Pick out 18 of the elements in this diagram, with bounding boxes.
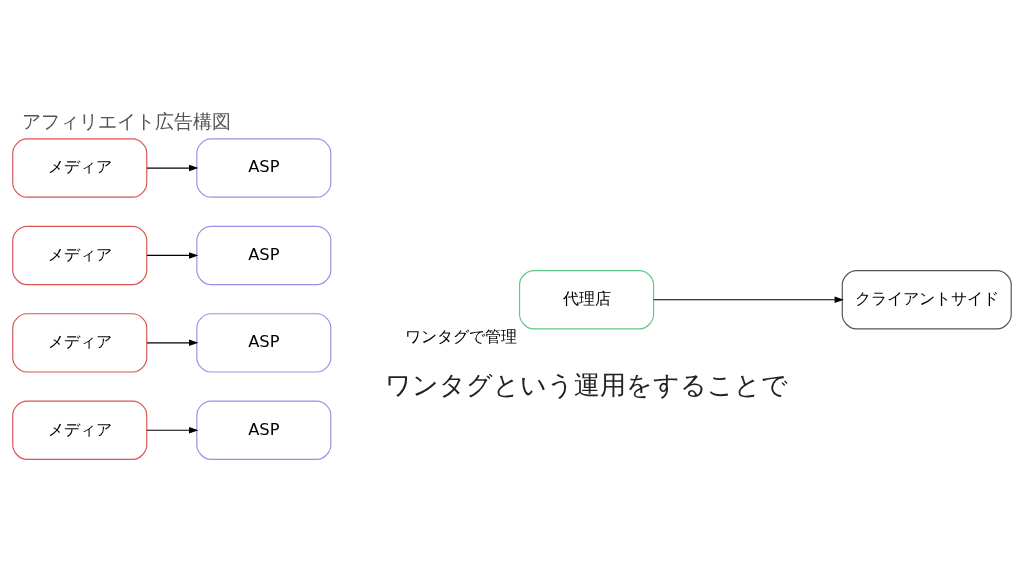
node-box: メディア	[12, 225, 148, 285]
arrow	[146, 426, 199, 433]
caption: ワンタグという運用をすることで	[385, 369, 789, 400]
arrow	[653, 295, 844, 303]
node-box: クライアントサイド	[841, 269, 1012, 329]
node-box: ASP	[196, 137, 332, 198]
arrow	[146, 251, 199, 259]
node-label: ワンタグで管理	[405, 326, 518, 346]
node-box: メディア	[12, 137, 148, 198]
node-box: 代理店	[519, 269, 655, 329]
diagram-title: アフィリエイト広告構図	[21, 110, 231, 132]
node-box: ASP	[196, 400, 332, 460]
node-box: ASP	[196, 312, 332, 373]
node-box: メディア	[12, 400, 148, 460]
arrow	[146, 164, 199, 171]
arrow	[146, 339, 199, 346]
node-box: メディア	[12, 312, 148, 373]
node-box: ASP	[196, 225, 332, 285]
